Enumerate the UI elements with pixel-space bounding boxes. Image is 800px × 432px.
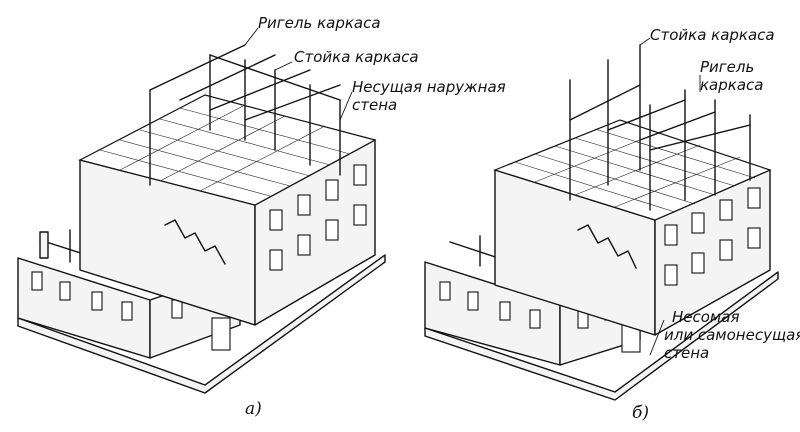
caption-b: б) [632, 403, 649, 423]
label-wall-a-line1: Несущая наружная [352, 78, 506, 96]
label-beam-b-line2: каркаса [700, 76, 763, 94]
label-wall-b-line2: или самонесущая [664, 326, 800, 344]
building-b-drawing [424, 44, 779, 401]
label-wall-a-line2: стена [352, 96, 397, 114]
leader-beam-a [244, 27, 259, 46]
label-beam-a: Ригель каркаса [258, 14, 381, 32]
label-wall-b-line3: стена [664, 344, 709, 362]
label-column-a: Стойка каркаса [294, 48, 419, 66]
label-beam-b-line1: Ригель [700, 58, 754, 76]
leader-column-b [639, 37, 651, 46]
building-a-drawing [17, 44, 386, 394]
leader-wall-a [339, 91, 353, 121]
label-wall-b-line1: Несомая [672, 308, 739, 326]
caption-a: а) [245, 399, 262, 419]
label-column-b: Стойка каркаса [650, 26, 775, 44]
leader-wall-b [649, 319, 665, 356]
leader-column-a [274, 61, 293, 71]
